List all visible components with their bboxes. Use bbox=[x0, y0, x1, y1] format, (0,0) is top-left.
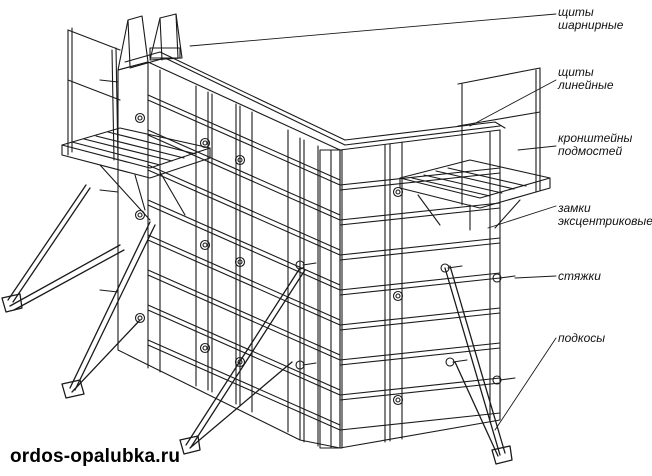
label-linear-panels: щиты линейные bbox=[558, 65, 614, 92]
braces bbox=[1, 184, 513, 465]
right-wall-panels bbox=[319, 121, 506, 449]
eccentric-locks bbox=[134, 112, 404, 406]
label-ties: стяжки bbox=[558, 269, 601, 283]
ties bbox=[99, 79, 516, 385]
left-scaffold bbox=[61, 27, 211, 221]
right-scaffold bbox=[399, 67, 551, 231]
hinged-panel-columns bbox=[117, 13, 183, 71]
left-wall-panels bbox=[117, 51, 346, 449]
label-eccentric-locks: замки эксцентриковые bbox=[558, 201, 652, 228]
label-hinged-panels: щиты шарнирные bbox=[558, 5, 624, 32]
left-wall-ribs bbox=[147, 94, 341, 431]
leader-lines bbox=[189, 13, 557, 431]
label-braces: подкосы bbox=[558, 331, 606, 345]
label-scaffold-brackets: кронштейны подмостей bbox=[558, 131, 633, 158]
site-watermark: ordos-opalubka.ru bbox=[10, 446, 181, 467]
